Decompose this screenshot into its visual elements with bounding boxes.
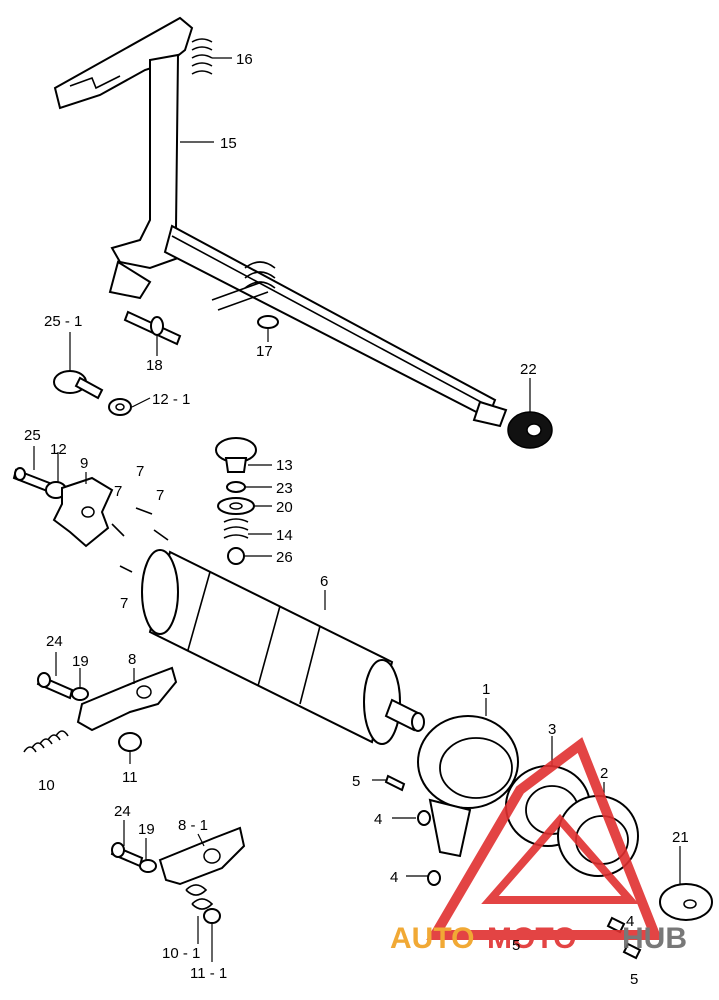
bolt-18 — [123, 310, 182, 346]
callout-5c: 5 — [630, 971, 638, 988]
bolt-25-1 — [53, 370, 104, 400]
callout-26: 26 — [276, 549, 293, 566]
gearshift-spindle-15 — [53, 16, 508, 428]
spring-14 — [223, 518, 249, 539]
shift-drum-6 — [141, 549, 425, 745]
callout-19: 19 — [72, 653, 89, 670]
watermark-hub: HUB — [622, 922, 687, 955]
callout-17: 17 — [256, 343, 273, 360]
callout-11-1: 11 - 1 — [190, 965, 227, 982]
callout-4b: 4 — [390, 869, 398, 886]
spindle-spring-16 — [191, 38, 213, 75]
washer-20 — [217, 497, 255, 515]
washer-12-1 — [108, 398, 132, 416]
watermark-moto: MOTO — [487, 922, 576, 955]
callout-10: 10 — [38, 777, 55, 794]
callout-7b: 7 — [114, 483, 122, 500]
spring-10 — [23, 730, 69, 753]
callout-labels: 16 15 25 - 1 18 17 12 - 1 22 25 12 9 7 7… — [24, 51, 689, 988]
leader-lines — [33, 57, 681, 962]
callout-5b: 5 — [512, 937, 520, 954]
stopper-plate-9 — [52, 476, 114, 548]
washer-21 — [659, 883, 713, 921]
oil-seal-22 — [507, 411, 553, 449]
callout-25: 25 — [24, 427, 41, 444]
callout-16: 16 — [236, 51, 253, 68]
watermark-logo: AUTO MOTO HUB — [390, 737, 687, 955]
spring-10-1 — [185, 884, 214, 910]
callout-24-lower: 24 — [114, 803, 131, 820]
callout-19-lower: 19 — [138, 821, 155, 838]
callout-4c: 4 — [626, 913, 634, 930]
callout-14: 14 — [276, 527, 293, 544]
callout-7c: 7 — [156, 487, 164, 504]
callout-23: 23 — [276, 480, 293, 497]
shift-fork-8-1 — [158, 826, 246, 886]
oring-23 — [226, 481, 246, 493]
callout-25-1: 25 - 1 — [44, 313, 82, 330]
callout-22: 22 — [520, 361, 537, 378]
collar-11 — [118, 732, 142, 752]
callout-24: 24 — [46, 633, 63, 650]
callout-12: 12 — [50, 441, 67, 458]
shifter-1 — [417, 715, 519, 858]
return-spring-17 — [211, 261, 279, 329]
callout-1: 1 — [482, 681, 490, 698]
collar-11-1 — [203, 908, 221, 924]
callout-9: 9 — [80, 455, 88, 472]
callout-11: 11 — [122, 769, 138, 786]
callout-8-1: 8 - 1 — [178, 817, 208, 834]
callout-20: 20 — [276, 499, 293, 516]
callout-2: 2 — [600, 765, 608, 782]
callout-3: 3 — [548, 721, 556, 738]
watermark-auto: AUTO — [390, 922, 474, 955]
neutral-stopper-13 — [215, 437, 257, 473]
callout-15: 15 — [220, 135, 237, 152]
callout-21: 21 — [672, 829, 689, 846]
bolt-25 — [12, 467, 54, 494]
ball-26 — [227, 547, 245, 565]
washer-19 — [71, 687, 89, 701]
bolt-24-lower — [110, 842, 144, 868]
callout-13: 13 — [276, 457, 293, 474]
callout-12-1: 12 - 1 — [152, 391, 190, 408]
clips-5-4 — [384, 774, 642, 960]
callout-8: 8 — [128, 651, 136, 668]
callout-18: 18 — [146, 357, 163, 374]
callout-7a: 7 — [136, 463, 144, 480]
callout-4a: 4 — [374, 811, 382, 828]
callout-10-1: 10 - 1 — [162, 945, 200, 962]
washer-19-lower — [139, 859, 157, 873]
bolt-24 — [36, 672, 74, 700]
callout-6: 6 — [320, 573, 328, 590]
pins-7 — [111, 507, 169, 573]
callout-7d: 7 — [120, 595, 128, 612]
shift-fork-8 — [76, 666, 178, 732]
callout-5a: 5 — [352, 773, 360, 790]
